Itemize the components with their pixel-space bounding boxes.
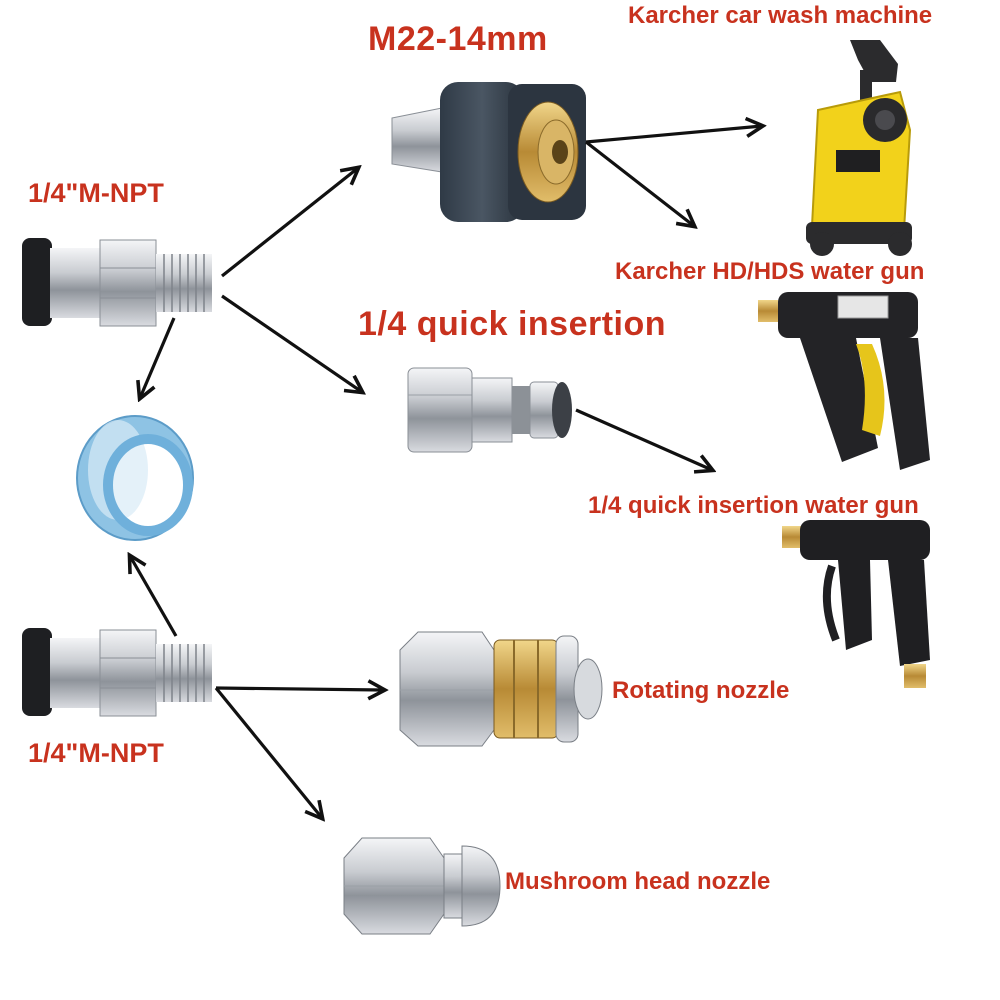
label-karcher-gun: Karcher HD/HDS water gun <box>615 258 925 285</box>
quick-coupler <box>407 367 572 453</box>
arrow-quick-to-gun <box>575 408 712 470</box>
rotating-nozzle <box>399 631 603 747</box>
seal-ring <box>76 415 194 541</box>
arrows <box>130 126 762 818</box>
label-npt-bottom: 1/4"M-NPT <box>28 738 164 768</box>
label-m22-14mm: M22-14mm <box>368 20 548 58</box>
arrow-npt-to-seal <box>140 317 176 398</box>
arrow-m22-to-machine <box>585 126 762 144</box>
karcher-machine <box>806 40 912 256</box>
label-rotating-nozzle: Rotating nozzle <box>612 677 790 704</box>
mushroom-nozzle <box>343 837 501 935</box>
npt-fitting-top <box>22 238 212 327</box>
karcher-gun <box>758 292 930 470</box>
arrow-npt-to-quick <box>221 294 362 392</box>
arrow-npt-to-rotating <box>215 688 384 690</box>
quick-water-gun <box>782 520 930 688</box>
m22-adapter <box>391 82 586 222</box>
npt-fitting-bottom <box>22 628 212 717</box>
label-quick-water-gun: 1/4 quick insertion water gun <box>588 492 919 519</box>
label-mushroom-nozzle: Mushroom head nozzle <box>505 868 771 895</box>
label-karcher-machine: Karcher car wash machine <box>628 2 933 29</box>
arrow-npt-to-seal-bottom <box>130 556 178 637</box>
arrow-m22-to-karcher-gun <box>585 140 694 226</box>
label-npt-top: 1/4"M-NPT <box>28 178 164 208</box>
arrow-npt-to-mushroom <box>214 686 322 818</box>
label-quick-insertion: 1/4 quick insertion <box>358 305 667 343</box>
arrow-npt-to-m22 <box>221 168 358 278</box>
